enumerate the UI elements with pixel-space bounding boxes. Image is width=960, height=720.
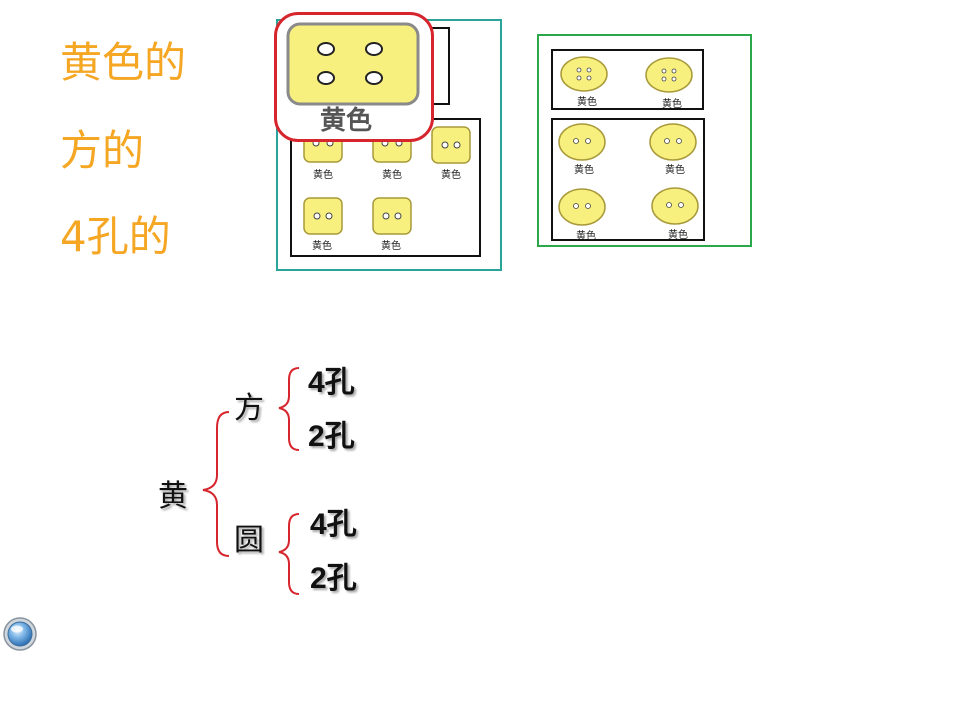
round-two-hole-button-icon: [649, 123, 697, 161]
button-label: 黄色: [662, 99, 682, 110]
square-two-hole-button-icon: [372, 197, 412, 235]
round-two-hole-button-icon: [651, 187, 699, 225]
button-label: 黄色: [382, 170, 402, 181]
criterion-square: 方的: [60, 126, 145, 175]
round-brace: [278, 513, 300, 595]
square-two-hole-button-icon: [431, 126, 471, 164]
button-label: 黄色: [576, 231, 596, 242]
round-button: [650, 186, 700, 226]
square-two-hole-button-icon: [303, 197, 343, 235]
button-label: 黄色: [312, 241, 332, 252]
round-two-hole-box: [551, 118, 705, 241]
tree-braces: [202, 367, 300, 595]
round-four-hole-box: [551, 49, 704, 110]
tree-node-round: 圆: [234, 523, 264, 558]
round-four-hole-button-icon: [645, 57, 693, 93]
highlighted-square-button: [286, 22, 420, 106]
button-label: 黄色: [577, 97, 597, 108]
button-label: 黄色: [381, 241, 401, 252]
tree-node-square: 方: [234, 391, 264, 426]
button-label: 黄色: [441, 170, 461, 181]
tree-leaf-square-two: 2孔: [308, 420, 355, 453]
root-brace: [202, 411, 230, 557]
square-four-hole-button-icon: [286, 22, 420, 106]
round-four-hole-button-icon: [560, 56, 608, 92]
tree-leaf-square-four: 4孔: [308, 366, 355, 399]
tree-leaf-round-four: 4孔: [310, 508, 357, 541]
tree-root-yellow: 黄: [158, 479, 188, 514]
round-button: [559, 55, 609, 93]
orb-button-graphic: [3, 617, 37, 651]
round-button: [557, 187, 607, 227]
round-two-hole-button-icon: [558, 188, 606, 226]
round-button: [648, 122, 698, 162]
button-label: 黄色: [668, 230, 688, 241]
square-button: [372, 197, 412, 235]
button-label: 黄色: [574, 165, 594, 176]
tree-leaf-round-two: 2孔: [310, 562, 357, 595]
square-button: [303, 197, 343, 235]
button-label: 黄色: [313, 170, 333, 181]
round-buttons-group-frame: [537, 34, 752, 247]
round-button: [644, 56, 694, 94]
criterion-yellow: 黄色的: [60, 38, 187, 87]
square-button: [431, 126, 471, 164]
highlighted-button-label: 黄色: [319, 106, 372, 136]
button-label: 黄色: [665, 165, 685, 176]
round-button: [557, 122, 607, 162]
orb-button-icon[interactable]: [2, 616, 38, 652]
square-brace: [278, 367, 300, 451]
criterion-four-holes: 4孔的: [60, 212, 171, 261]
round-two-hole-button-icon: [558, 123, 606, 161]
